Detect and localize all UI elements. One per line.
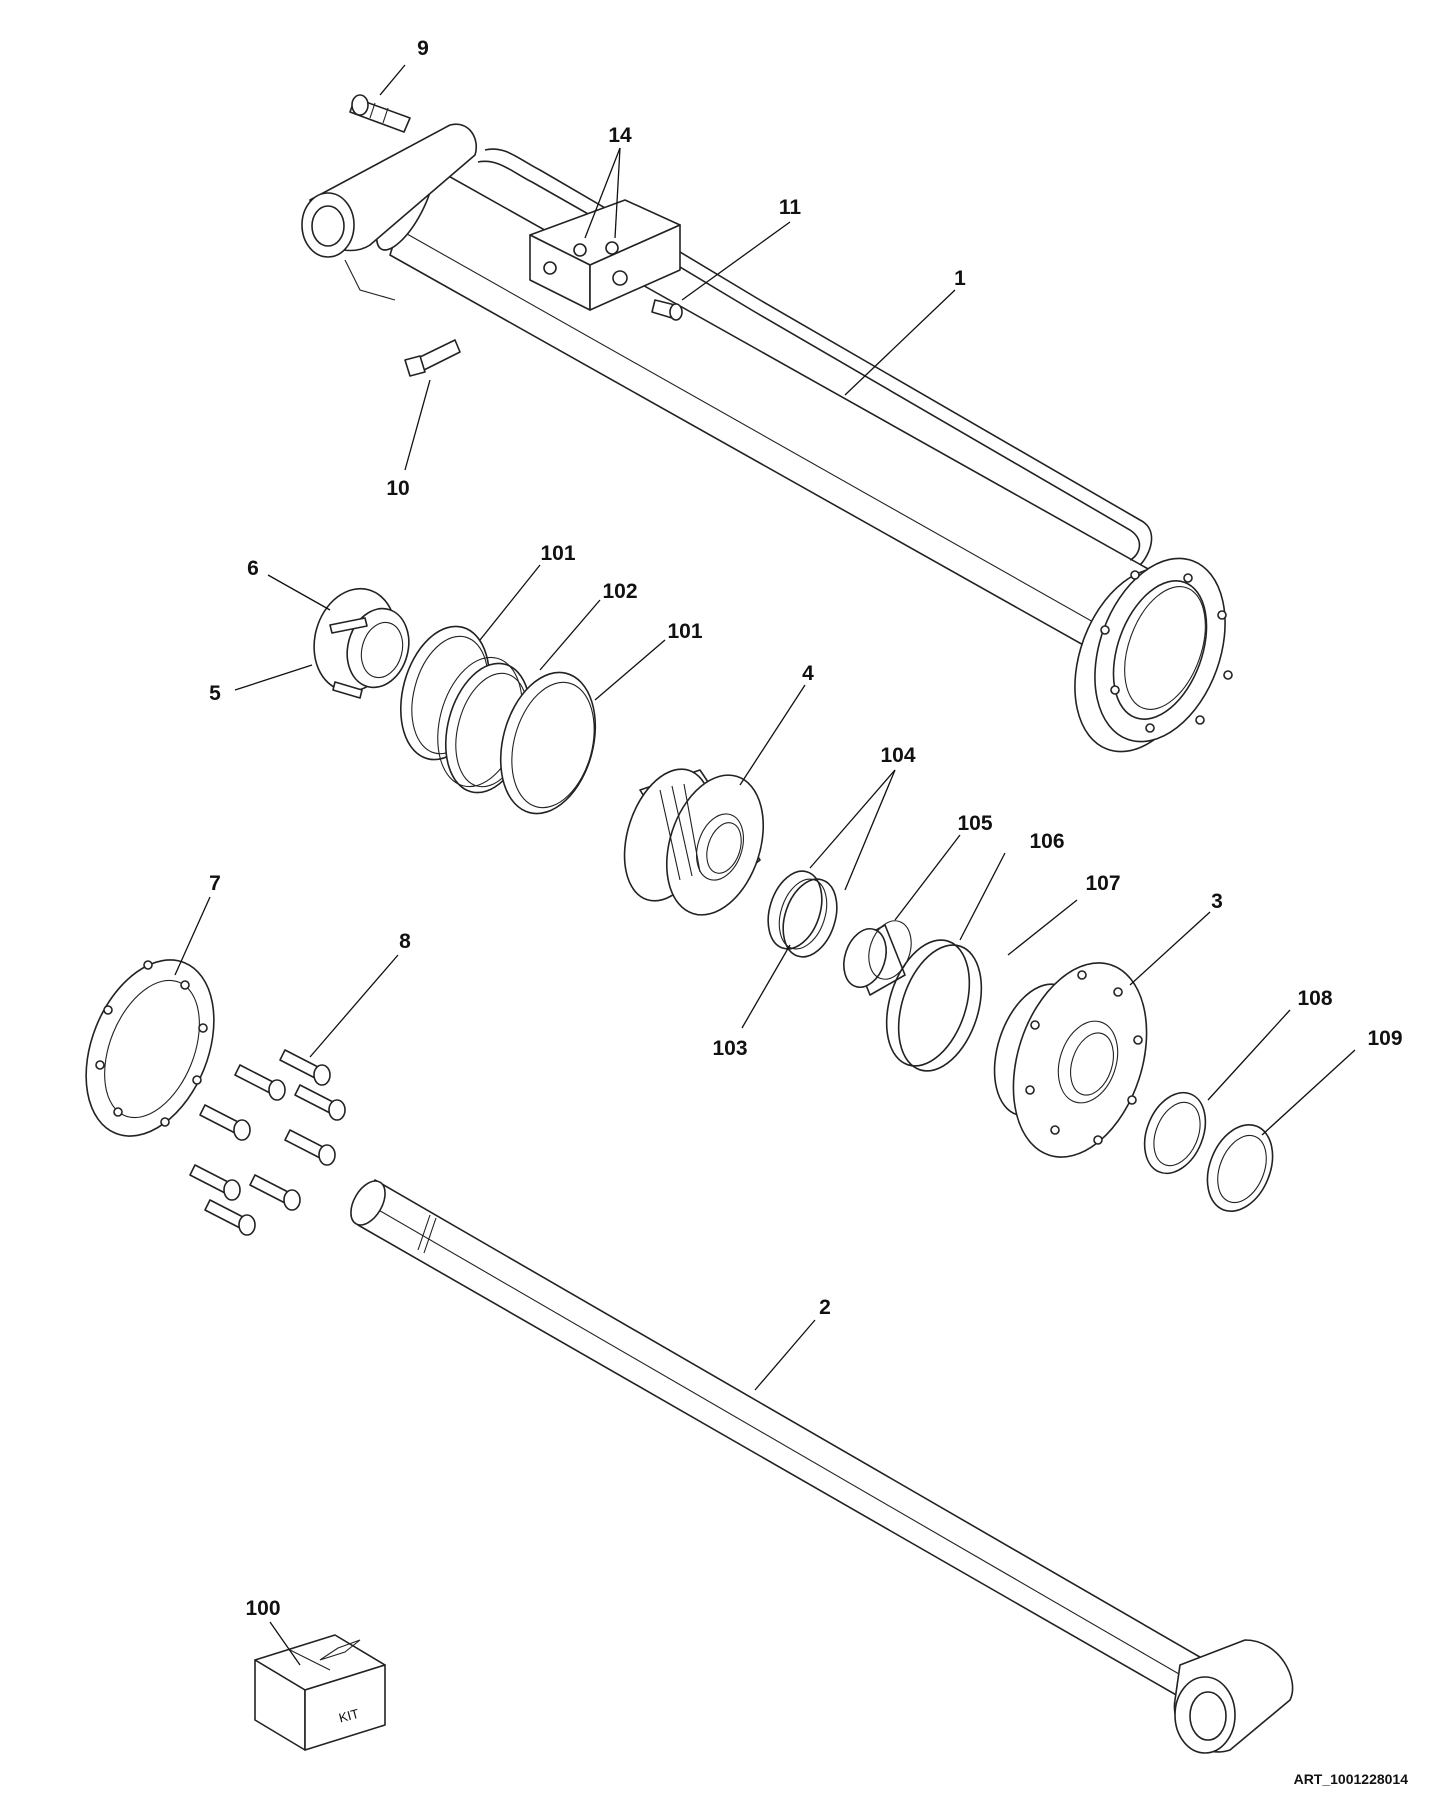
callout-109: 109 — [1367, 1027, 1402, 1050]
piston-rod-part-2 — [350, 1179, 1294, 1754]
callout-5: 5 — [209, 682, 221, 705]
piston-part-4 — [623, 768, 765, 916]
bushing-part-105 — [843, 920, 912, 996]
callout-100: 100 — [245, 1597, 280, 1620]
callout-105: 105 — [957, 812, 992, 835]
art-id-label: ART_1001228014 — [1294, 1771, 1409, 1787]
callout-103: 103 — [712, 1037, 747, 1060]
cylinder-head-part-3 — [993, 962, 1148, 1158]
ring-part-109 — [1206, 1123, 1274, 1213]
ring-part-106-107 — [885, 939, 983, 1072]
fitting-part-9 — [349, 94, 411, 133]
ring-part-103-104 — [767, 870, 838, 958]
callout-101b: 101 — [667, 620, 702, 643]
callout-4: 4 — [802, 662, 814, 685]
callout-104: 104 — [880, 744, 915, 767]
callout-labels: 9 14 11 1 10 6 5 101 102 101 4 104 105 1… — [209, 37, 1402, 1620]
fitting-part-11 — [651, 299, 683, 321]
callout-11: 11 — [779, 196, 802, 219]
kit-box-part-100: KIT — [254, 1634, 386, 1751]
callout-108: 108 — [1297, 987, 1332, 1010]
cylinder-barrel-part-1 — [301, 123, 1233, 753]
gasket-part-7 — [85, 959, 215, 1137]
piston-nut-part-5-6 — [313, 587, 410, 699]
callout-102: 102 — [602, 580, 637, 603]
plug-part-10 — [404, 339, 461, 377]
callout-7: 7 — [209, 872, 221, 895]
seal-part-101b — [499, 671, 597, 815]
callout-14: 14 — [608, 124, 632, 147]
callout-9: 9 — [417, 37, 429, 60]
callout-2: 2 — [819, 1296, 831, 1319]
callout-101a: 101 — [540, 542, 575, 565]
ring-part-108 — [1143, 1091, 1207, 1175]
callout-10: 10 — [386, 477, 409, 500]
callout-8: 8 — [399, 930, 411, 953]
callout-3: 3 — [1211, 890, 1223, 913]
leader-lines — [174, 64, 1356, 1666]
callout-6: 6 — [247, 557, 259, 580]
bolts-part-8 — [189, 1049, 346, 1236]
callout-106: 106 — [1029, 830, 1064, 853]
kit-label: KIT — [337, 1706, 360, 1726]
callout-1: 1 — [954, 267, 966, 290]
callout-107: 107 — [1085, 872, 1120, 895]
